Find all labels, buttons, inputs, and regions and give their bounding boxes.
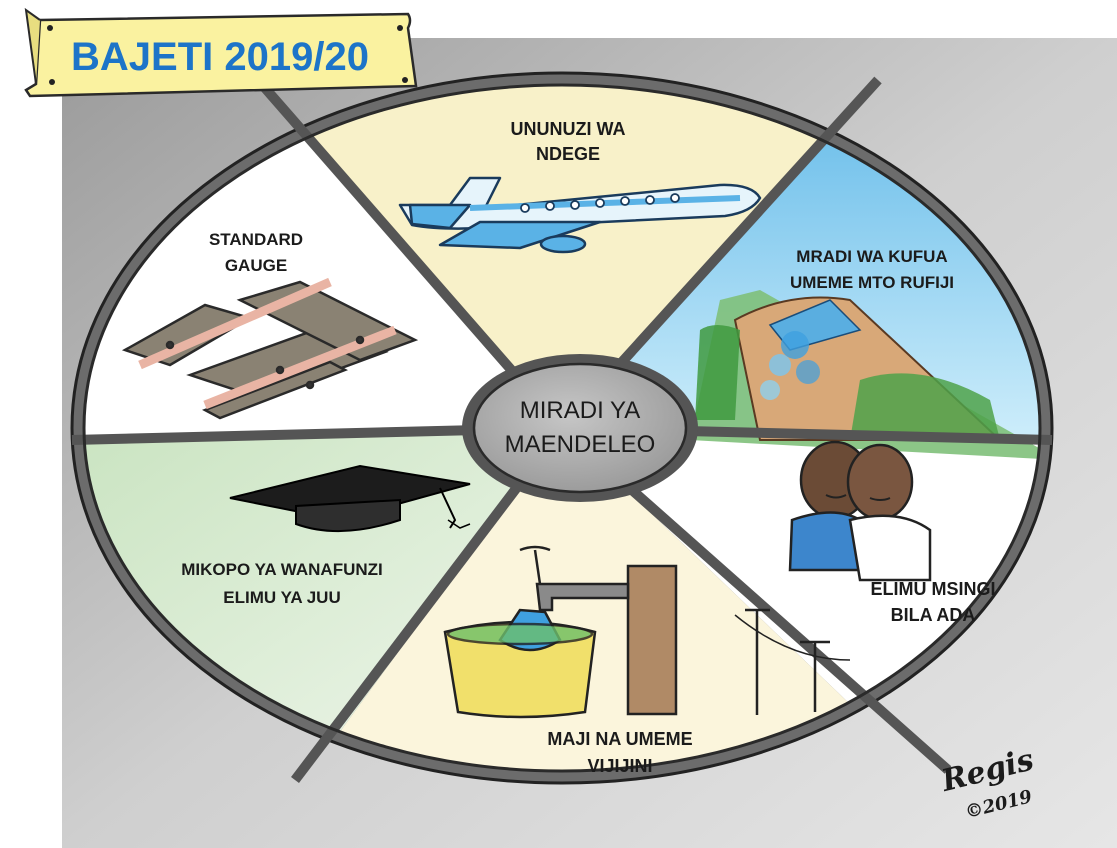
svg-text:VIJIJINI: VIJIJINI [587,756,652,776]
airplane-icon [398,176,762,254]
graduation-cap-icon [229,464,471,533]
svg-text:MAENDELEO: MAENDELEO [505,431,656,458]
label-ndege-1: UNUNUZI WA [511,119,626,139]
label-reli-2: GAUGE [225,256,287,275]
label-mikopo-1: MIKOPO YA WANAFUNZI [181,560,383,579]
center-hub: MIRADI YA MAENDELEO [462,354,698,502]
title-banner: BAJETI 2019/20 [24,7,418,98]
label-elimu-2: BILA ADA [891,605,976,625]
label-umeme-1: MRADI WA KUFUA [796,247,947,266]
svg-text:MRADI WA KUFUA: MRADI WA KUFUA [796,247,947,266]
svg-text:BILA ADA: BILA ADA [891,605,976,625]
water-tap-icon [443,545,851,719]
svg-text:NDEGE: NDEGE [536,144,600,164]
railway-track-icon [121,277,419,420]
svg-text:STANDARD: STANDARD [209,230,303,249]
label-maji-2: VIJIJINI [587,756,652,776]
svg-text:MIRADI YA: MIRADI YA [520,397,640,424]
svg-text:MIKOPO YA WANAFUNZI: MIKOPO YA WANAFUNZI [181,560,383,579]
label-umeme-2: UMEME MTO RUFIJI [790,273,954,292]
label-elimu-1: ELIMU MSINGI [871,579,996,599]
svg-text:GAUGE: GAUGE [225,256,287,275]
svg-text:UNUNUZI WA: UNUNUZI WA [511,119,626,139]
segment-labels: UNUNUZI WA NDEGE MRADI WA KUFUA UMEME MT… [181,119,995,776]
svg-text:MAJI NA UMEME: MAJI NA UMEME [547,729,692,749]
svg-text:UMEME MTO RUFIJI: UMEME MTO RUFIJI [790,273,954,292]
segment-maji [290,428,950,771]
hub-title-1: MIRADI YA [520,397,640,424]
label-reli-1: STANDARD [209,230,303,249]
svg-text:ELIMU MSINGI: ELIMU MSINGI [871,579,996,599]
dam-icon [690,290,1040,460]
hub-title-2: MAENDELEO [505,431,656,458]
svg-text:ELIMU YA JUU: ELIMU YA JUU [223,588,340,607]
banner-title: BAJETI 2019/20 [71,35,369,79]
label-mikopo-2: ELIMU YA JUU [223,588,340,607]
label-maji-1: MAJI NA UMEME [547,729,692,749]
wheel-inner-border [82,83,1042,773]
label-ndege-2: NDEGE [536,144,600,164]
students-icon [788,440,932,582]
